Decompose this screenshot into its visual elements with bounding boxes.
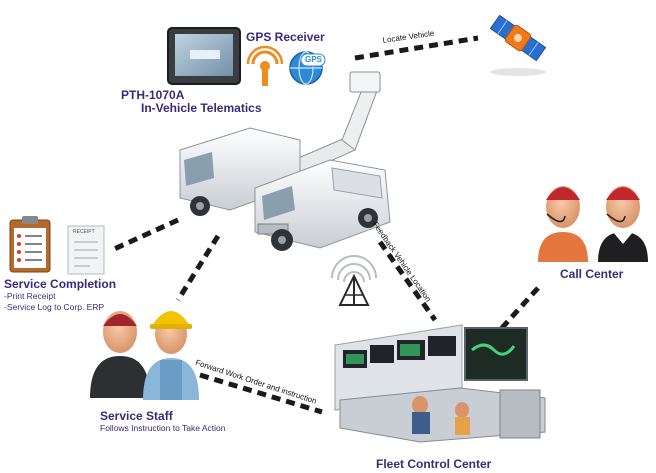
gps-receiver-icon (246, 45, 284, 86)
service-completion-item: -Print Receipt (4, 291, 56, 301)
call-center-agents-icon (538, 186, 648, 262)
gps-receiver-label: GPS Receiver (246, 30, 325, 44)
service-completion-title: Service Completion (4, 277, 117, 291)
service-completion-list: -Print Receipt -Service Log to Corp. ERP (4, 291, 104, 313)
device-name-label: In-Vehicle Telematics (141, 101, 262, 115)
connector-truck-control-center (377, 240, 438, 322)
call-center-label: Call Center (560, 267, 624, 281)
tablet-pc-icon (167, 27, 241, 85)
service-staff-title: Service Staff (100, 409, 173, 423)
satellite-icon (489, 14, 547, 62)
device-model-label: PTH-1070A (121, 88, 185, 102)
receipt-header-text: RECEIPT (73, 229, 95, 235)
service-completion-item: -Service Log to Corp. ERP (4, 302, 105, 312)
service-staff-icon (90, 311, 199, 400)
gps-globe-icon (289, 51, 326, 85)
receipt-icon (67, 225, 105, 275)
connector-staff-control-center (199, 372, 323, 415)
gps-badge-text: GPS (305, 55, 322, 64)
utility-bucket-truck-icon (179, 71, 391, 251)
radio-tower-icon (331, 255, 377, 306)
control-room-icon (334, 324, 546, 443)
connector-call-center-control-center (498, 286, 540, 332)
connector-truck-service-staff (175, 234, 221, 302)
connector-gps-satellite (354, 35, 479, 61)
service-staff-description: Follows Instruction to Take Action (100, 423, 226, 433)
clipboard-icon (9, 216, 51, 273)
fleet-control-center-label: Fleet Control Center (376, 457, 492, 471)
connector-truck-service-completion (110, 217, 180, 253)
